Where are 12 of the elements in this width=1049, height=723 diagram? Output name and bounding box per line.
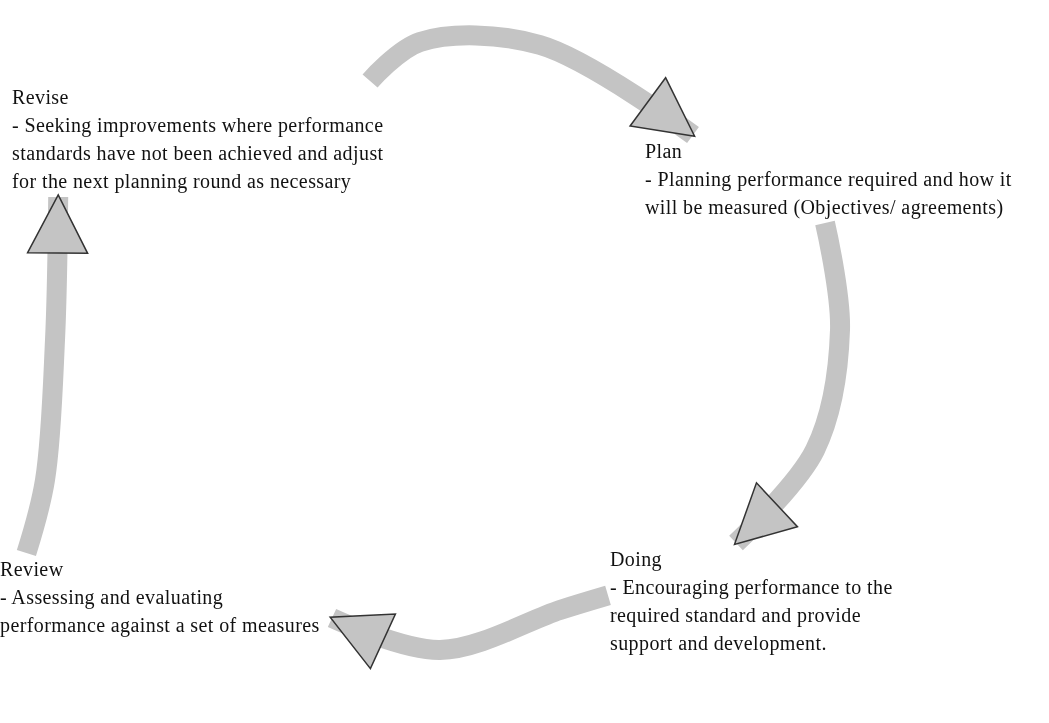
stage-description: - Encouraging performance to the required standard and provide support and development. [610, 575, 894, 657]
stage-heading: Plan [645, 139, 684, 164]
curved-arrow [729, 220, 850, 551]
curved-arrow [327, 585, 611, 670]
curved-arrow [362, 25, 699, 144]
stage-heading: Doing [610, 547, 663, 573]
stage-heading: Revise [12, 85, 70, 110]
stage-description: - Planning performance required and how it will be measured (Objectives/ agreements) [645, 167, 1013, 221]
stage-heading: Review [0, 557, 65, 582]
stage-description: - Assessing and evaluating performance against a set of measures [0, 585, 321, 639]
curved-arrow [16, 194, 89, 556]
stage-description: - Seeking improvements where performance standards have not been achieved and adjust for the next planning round as necessary [12, 113, 385, 195]
